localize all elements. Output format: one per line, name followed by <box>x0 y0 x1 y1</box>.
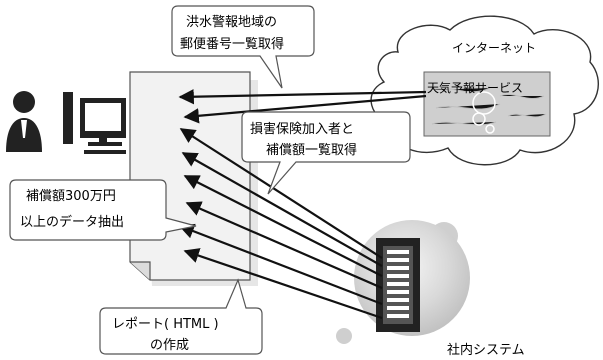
user-icon <box>6 91 42 152</box>
system-label: 社内システム <box>447 342 525 358</box>
callout-extract-line1: 補償額300万円 <box>26 189 116 204</box>
server-rack-icon <box>376 238 420 332</box>
computer-icon <box>63 92 126 154</box>
arrow-system-4 <box>185 201 383 290</box>
arrow-weather-1 <box>178 89 427 105</box>
callout-insured-list: 損害保険加入者と 補償額一覧取得 <box>241 111 411 195</box>
arrow-system-1 <box>179 128 383 259</box>
weather-icon <box>472 91 496 134</box>
weather-label: 天気予報サービス <box>427 80 523 95</box>
internet-label: インターネット <box>452 41 536 55</box>
arrow-system-6 <box>183 248 383 320</box>
callout-flood-line2: 郵便番号一覧取得 <box>180 36 284 52</box>
arrow-weather-2 <box>183 94 427 124</box>
callout-flood-warning: 洪水警報地域の 郵便番号一覧取得 <box>171 5 315 89</box>
callout-insured-line1: 損害保険加入者と <box>250 121 354 137</box>
arrow-system-5 <box>178 223 383 306</box>
callout-report-line2: の作成 <box>150 338 189 353</box>
arrow-system-2 <box>181 152 383 267</box>
weather-service-box: 天気予報サービス <box>423 71 551 137</box>
callout-report: レポート( HTML ) の作成 <box>99 278 263 355</box>
callout-extract-line2: 以上のデータ抽出 <box>20 214 124 230</box>
callout-flood-line1: 洪水警報地域の <box>186 14 277 30</box>
callout-report-line1: レポート( HTML ) <box>112 317 219 332</box>
callout-extraction: 補償額300万円 以上のデータ抽出 <box>9 179 197 241</box>
callout-insured-line2: 補償額一覧取得 <box>266 142 357 158</box>
arrow-system-3 <box>183 175 383 277</box>
